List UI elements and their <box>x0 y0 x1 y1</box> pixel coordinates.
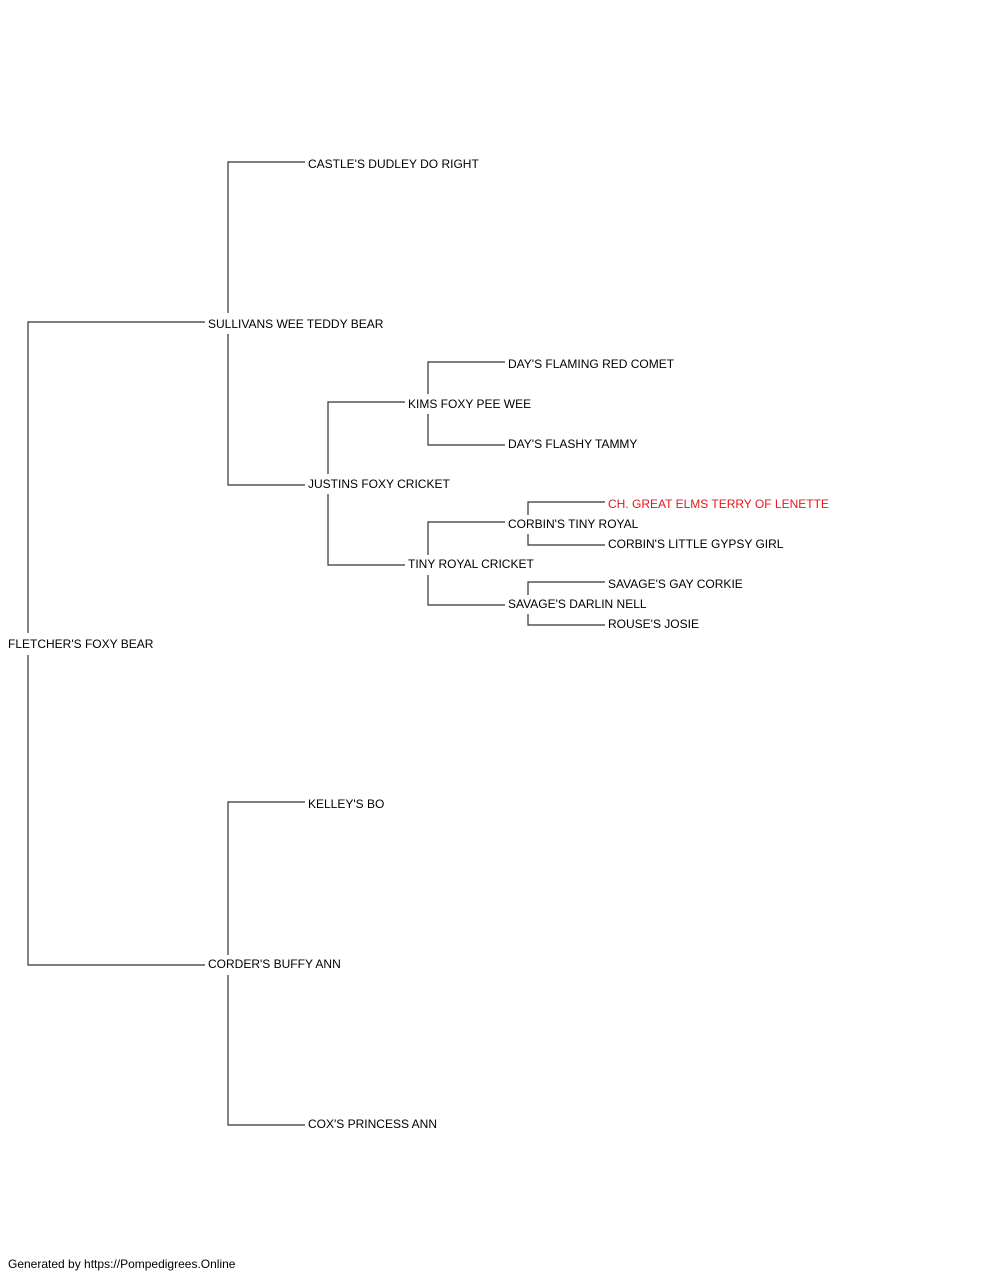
connector-subject-dam <box>27 655 205 966</box>
sire-dam-dam-dam-name: SAVAGE'S DARLIN NELL <box>508 597 647 611</box>
dam-name: CORDER'S BUFFY ANN <box>208 957 341 971</box>
connector-kims-tammy <box>427 414 505 446</box>
subject-name: FLETCHER'S FOXY BEAR <box>8 637 154 651</box>
sire-dam-dam-name: TINY ROYAL CRICKET <box>408 557 534 571</box>
sire-dam-sire-name: KIMS FOXY PEE WEE <box>408 397 532 411</box>
sire-dam-dam-dam-dam-name: ROUSE'S JOSIE <box>608 617 699 631</box>
connector-corbin-gypsy <box>527 534 605 546</box>
sire-dam-name: JUSTINS FOXY CRICKET <box>308 477 450 491</box>
connector-tiny-corbin <box>427 521 505 555</box>
sire-dam-sire-sire-name: DAY'S FLAMING RED COMET <box>508 357 675 371</box>
sire-dam-dam-sire-name: CORBIN'S TINY ROYAL <box>508 517 639 531</box>
connector-tiny-savage <box>427 575 505 606</box>
champion-ancestor-name: CH. GREAT ELMS TERRY OF LENETTE <box>608 497 829 511</box>
sire-name: SULLIVANS WEE TEDDY BEAR <box>208 317 384 331</box>
connector-subject-sire <box>27 321 205 633</box>
generator-credit: Generated by https://Pompedigrees.Online <box>8 1257 236 1271</box>
dam-dam-name: COX'S PRINCESS ANN <box>308 1117 437 1131</box>
connector-justins-tiny <box>327 494 405 566</box>
connector-sire-dam <box>227 334 305 486</box>
connector-justins-kims <box>327 401 405 474</box>
connector-corbin-terry <box>527 501 605 515</box>
dam-sire-name: KELLEY'S BO <box>308 797 385 811</box>
connector-savage-josie <box>527 614 605 626</box>
connector-sire-sire <box>227 161 305 313</box>
connector-dam-kelley <box>227 801 305 955</box>
sire-dam-sire-dam-name: DAY'S FLASHY TAMMY <box>508 437 638 451</box>
sire-sire-name: CASTLE'S DUDLEY DO RIGHT <box>308 157 479 171</box>
sire-dam-dam-sire-dam-name: CORBIN'S LITTLE GYPSY GIRL <box>608 537 784 551</box>
sire-dam-dam-dam-sire-name: SAVAGE'S GAY CORKIE <box>608 577 743 591</box>
connector-dam-cox <box>227 975 305 1126</box>
connector-kims-comet <box>427 361 505 394</box>
connector-savage-corkie <box>527 581 605 595</box>
